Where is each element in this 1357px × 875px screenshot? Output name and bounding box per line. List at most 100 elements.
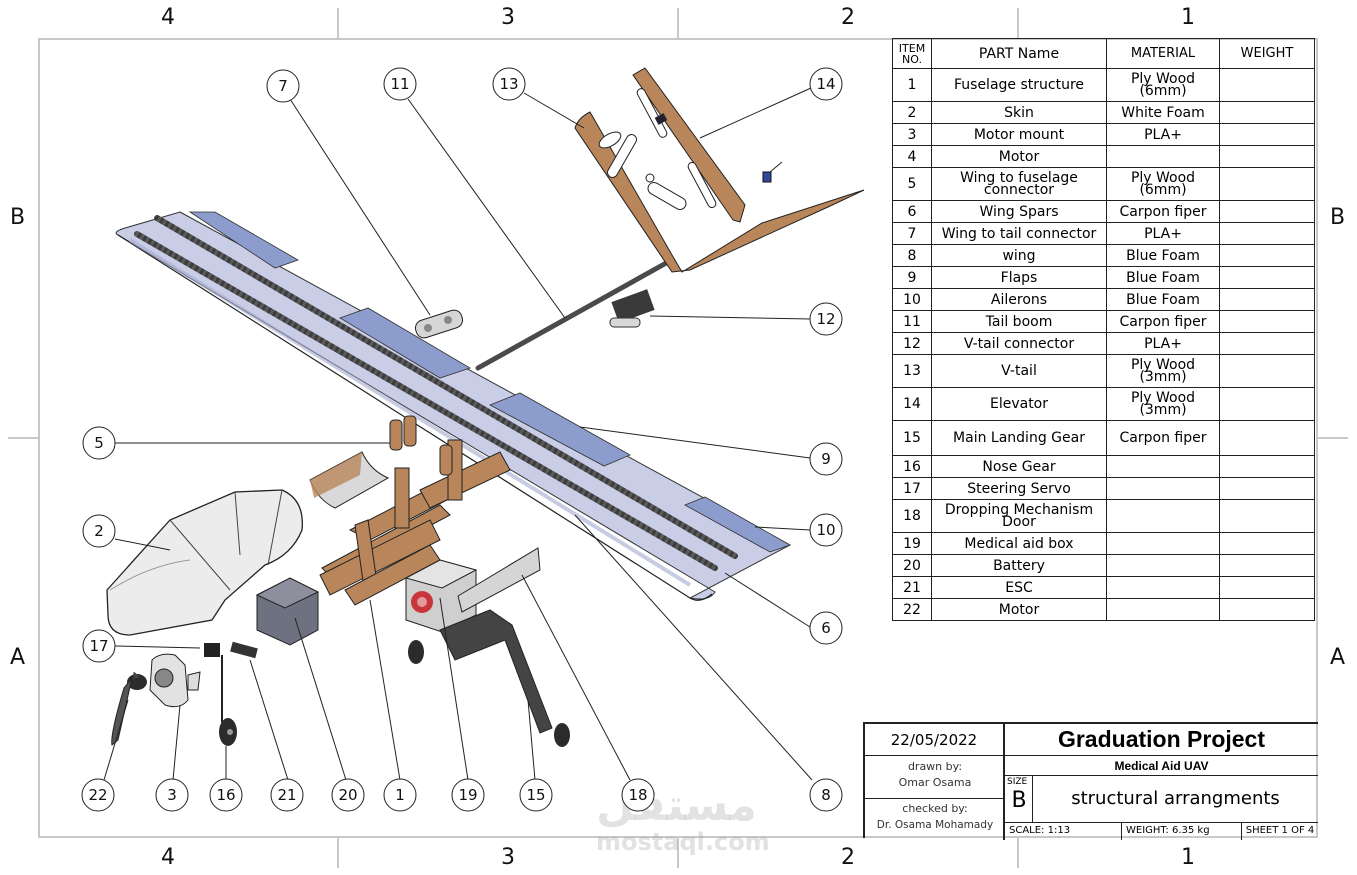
bom-part-name: ESC [931,576,1107,599]
sheet-cell: SHEET 1 OF 4 [1242,822,1318,840]
v-tail-part [574,111,865,273]
zone-divider [1017,838,1019,868]
balloon-13[interactable]: 13 [492,67,526,101]
bom-part-name: Flaps [931,266,1107,289]
svg-text:10: 10 [816,521,835,539]
bom-material: Carpon fiper [1106,420,1220,456]
bom-part-name: V-tail connector [931,332,1107,355]
bom-item-no: 12 [892,332,932,355]
balloon-15[interactable]: 15 [519,778,553,812]
bom-part-name: Main Landing Gear [931,420,1107,456]
elevator-part [632,67,746,223]
nose-tray [309,451,390,509]
bom-item-no: 16 [892,455,932,478]
zone-col-3-top: 3 [501,5,515,30]
bom-weight [1219,310,1315,333]
svg-text:19: 19 [458,786,477,804]
bom-material [1106,477,1220,500]
checked-by-name: Dr. Osama Mohamady [876,819,994,831]
balloon-17[interactable]: 17 [82,629,116,663]
medical-aid-box [404,559,478,633]
bom-part-name: V-tail [931,354,1107,388]
watermark-arabic: مستقل [596,780,757,831]
bom-item-no: 6 [892,200,932,223]
balloon-2[interactable]: 2 [82,514,116,548]
bom-item-no: 3 [892,123,932,146]
zone-col-3-bottom: 3 [501,845,515,870]
size-value: B [1011,788,1027,813]
balloon-18[interactable]: 18 [621,778,655,812]
bom-weight [1219,576,1315,599]
balloon-6[interactable]: 6 [809,611,843,645]
balloon-7[interactable]: 7 [266,69,300,103]
battery-part [255,577,320,646]
balloon-22[interactable]: 22 [81,778,115,812]
balloon-5[interactable]: 5 [82,426,116,460]
project-subtitle: Medical Aid UAV [1005,756,1318,776]
bom-material [1106,554,1220,577]
balloon-21[interactable]: 21 [270,778,304,812]
bom-material [1106,598,1220,621]
zone-divider [8,437,38,439]
bom-material: Blue Foam [1106,288,1220,311]
balloon-16[interactable]: 16 [209,778,243,812]
svg-text:2: 2 [94,522,104,540]
svg-text:5: 5 [94,434,104,452]
balloon-9[interactable]: 9 [809,442,843,476]
bom-part-name: Motor [931,598,1107,621]
bom-part-name: Motor mount [931,123,1107,146]
drawn-by-name: Omar Osama [898,776,972,789]
balloon-8[interactable]: 8 [809,778,843,812]
balloon-1[interactable]: 1 [383,778,417,812]
bom-part-name: Fuselage structure [931,68,1107,102]
watermark-latin: mostaql.com [596,828,770,856]
balloon-14[interactable]: 14 [809,67,843,101]
bom-item-no: 7 [892,222,932,245]
zone-divider [337,838,339,868]
zone-col-1-top: 1 [1181,5,1195,30]
balloon-3[interactable]: 3 [155,778,189,812]
bom-weight [1219,332,1315,355]
zone-divider [1017,8,1019,38]
svg-text:16: 16 [216,786,235,804]
bom-weight [1219,288,1315,311]
balloon-12[interactable]: 12 [809,302,843,336]
balloon-20[interactable]: 20 [331,778,365,812]
bom-header-weight: WEIGHT [1219,38,1315,69]
nose-gear [219,655,237,746]
zone-divider [677,838,679,868]
dropping-door [457,547,541,613]
bom-item-no: 11 [892,310,932,333]
bom-header-part-name: PART Name [931,38,1107,69]
svg-text:1: 1 [395,786,405,804]
bom-weight [1219,266,1315,289]
bom-material [1106,455,1220,478]
drawing-name: structural arrangments [1071,788,1280,809]
bom-weight [1219,598,1315,621]
balloon-10[interactable]: 10 [809,513,843,547]
bom-material: PLA+ [1106,332,1220,355]
bom-material: Ply Wood (3mm) [1106,387,1220,421]
bom-item-no: 17 [892,477,932,500]
zone-row-a-left: A [10,645,26,670]
steering-servo [204,643,220,657]
balloon-11[interactable]: 11 [383,67,417,101]
bom-item-no: 18 [892,499,932,533]
title-block: 22/05/2022 Graduation Project drawn by: … [863,722,1318,840]
balloon-19[interactable]: 19 [451,778,485,812]
zone-col-4-bottom: 4 [161,845,175,870]
bom-item-no: 21 [892,576,932,599]
bom-part-name: Ailerons [931,288,1107,311]
bom-material: Carpon fiper [1106,200,1220,223]
svg-text:18: 18 [628,786,647,804]
